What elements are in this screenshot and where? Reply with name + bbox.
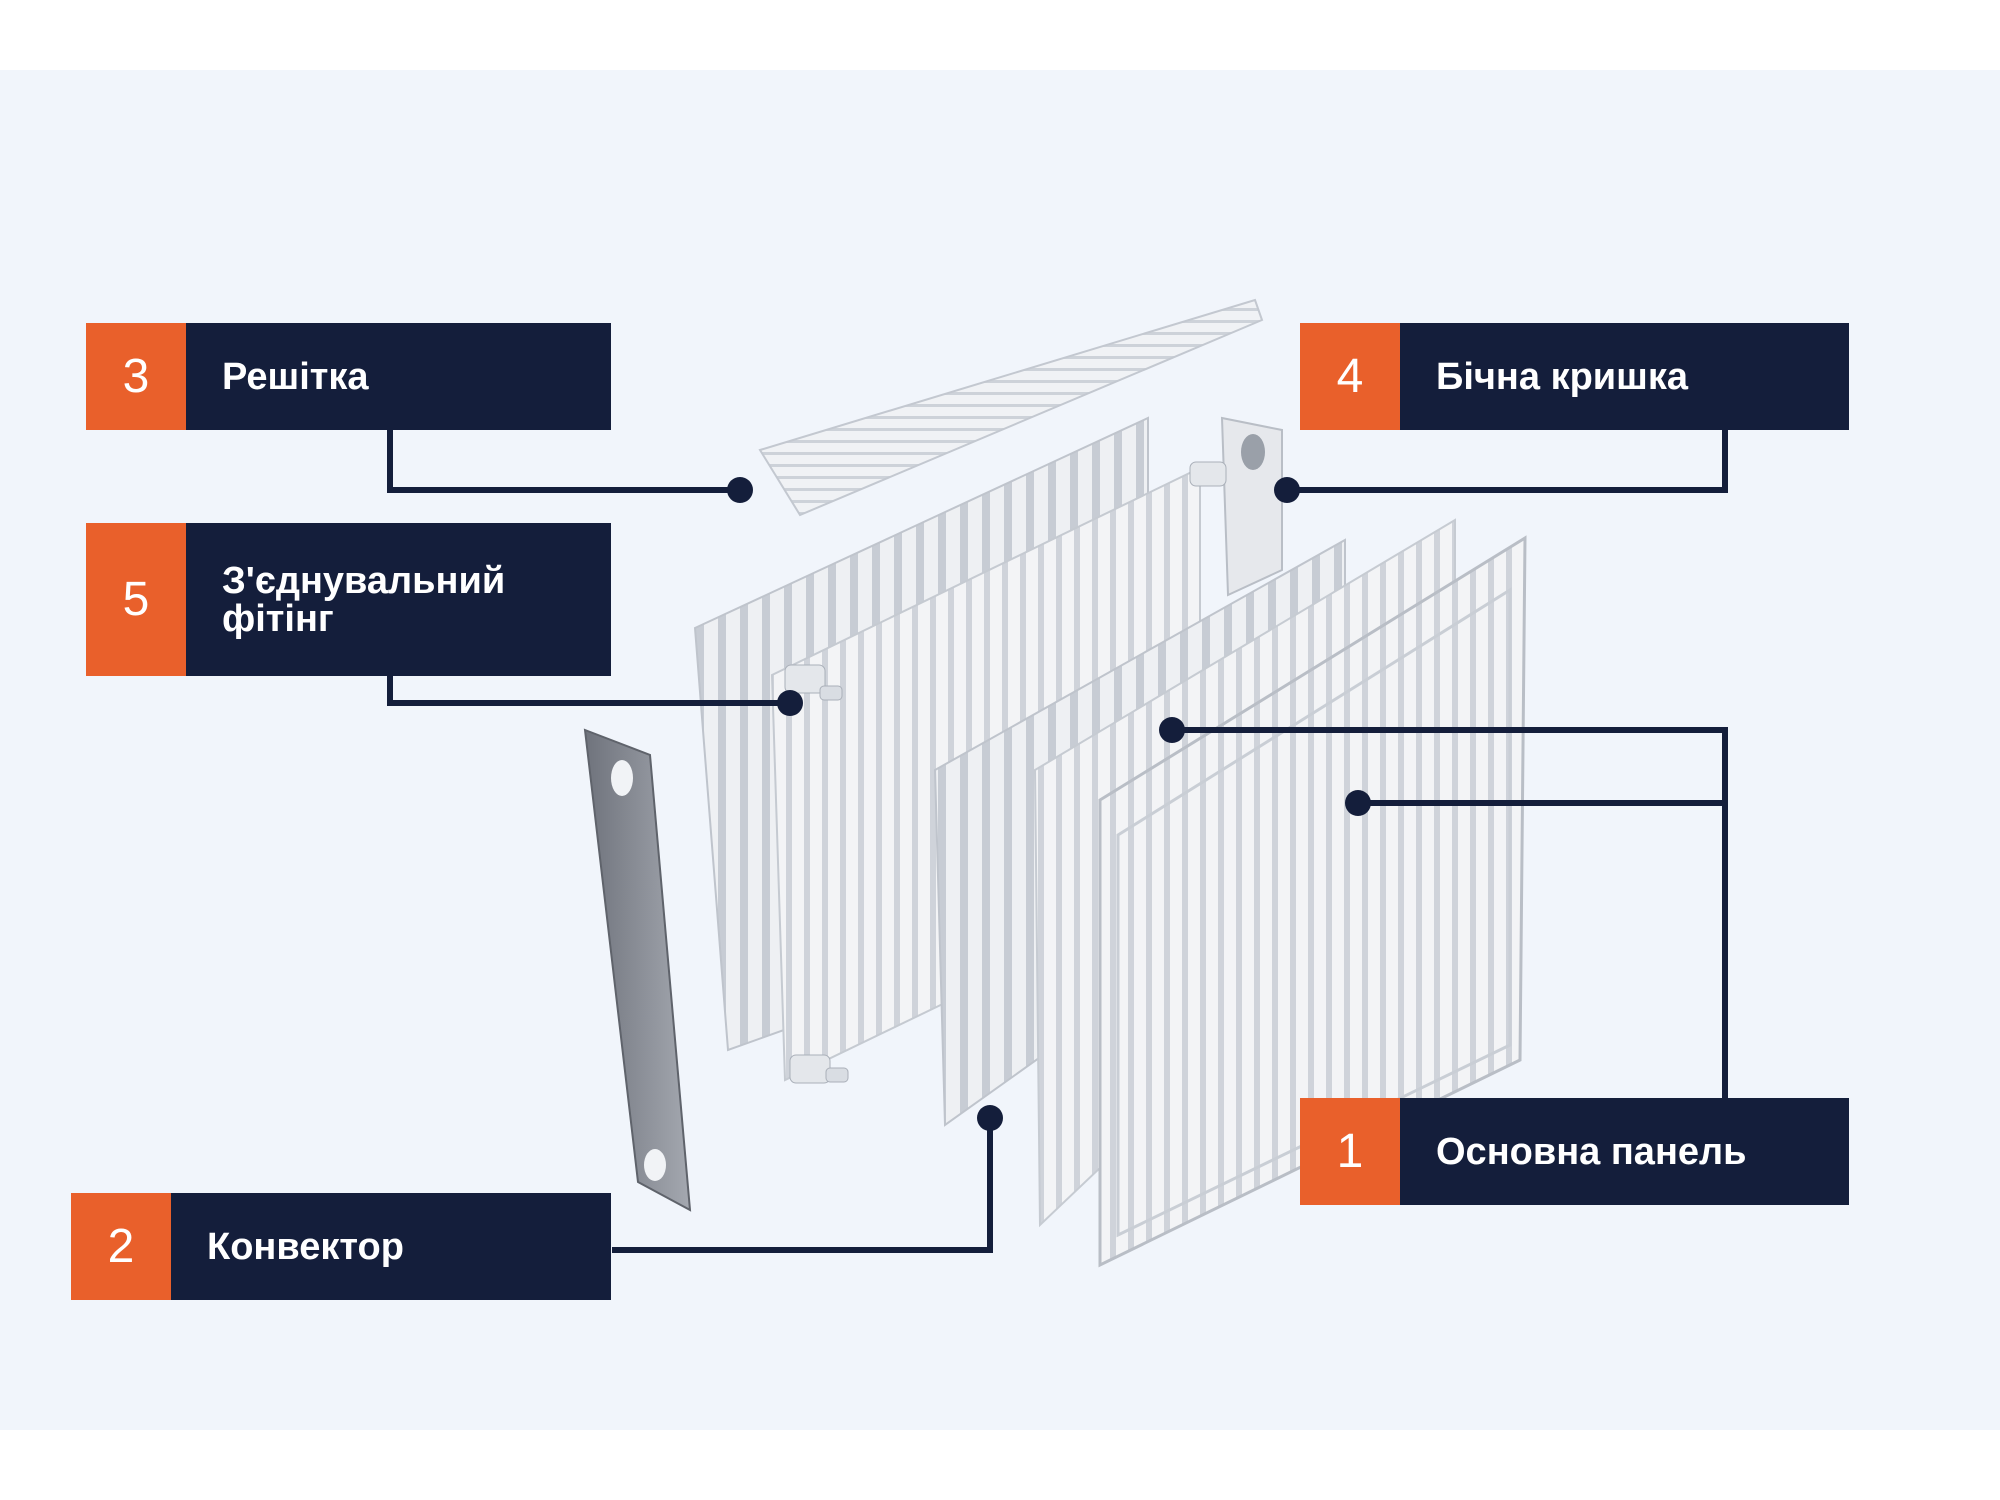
connecting-fitting-right	[1189, 461, 1227, 487]
connecting-fitting-bottom	[789, 1054, 849, 1084]
label-text: Конвектор	[207, 1225, 404, 1268]
label-text: Решітка	[222, 355, 369, 398]
dot-3	[727, 477, 753, 503]
label-number: 2	[71, 1193, 171, 1300]
dot-5	[777, 690, 803, 716]
label-number: 3	[86, 323, 186, 430]
dot-2	[977, 1105, 1003, 1131]
label-number: 5	[86, 523, 186, 676]
label-grille: 3 Решітка	[86, 323, 611, 430]
label-main-panel: 1 Основна панель	[1300, 1098, 1849, 1205]
label-text: Бічна кришка	[1436, 355, 1688, 398]
top-grille-part	[758, 298, 1264, 517]
connecting-fitting-top	[784, 664, 843, 701]
leader-line-3	[387, 430, 740, 493]
dot-1b	[1345, 790, 1371, 816]
label-text: З'єднувальний фітінг	[222, 559, 506, 640]
label-side-cover: 4 Бічна кришка	[1300, 323, 1849, 430]
dot-4	[1274, 477, 1300, 503]
leader-line-2	[612, 1118, 993, 1253]
leader-line-1	[1172, 727, 1728, 1098]
label-connecting-fitting: 5 З'єднувальний фітінг	[86, 523, 611, 676]
radiator-exploded-illustration	[387, 298, 1728, 1268]
leader-line-5	[387, 670, 790, 706]
leader-dots	[727, 477, 1371, 1131]
side-cover-right-part	[1220, 416, 1283, 597]
label-convector: 2 Конвектор	[71, 1193, 611, 1300]
leader-line-4	[1287, 430, 1728, 493]
dot-1a	[1159, 717, 1185, 743]
label-number: 1	[1300, 1098, 1400, 1205]
side-cover-left-part	[583, 728, 692, 1212]
label-number: 4	[1300, 323, 1400, 430]
main-panel-front-part	[1098, 535, 1527, 1268]
leader-lines	[387, 430, 1728, 1253]
label-text: Основна панель	[1436, 1130, 1747, 1173]
